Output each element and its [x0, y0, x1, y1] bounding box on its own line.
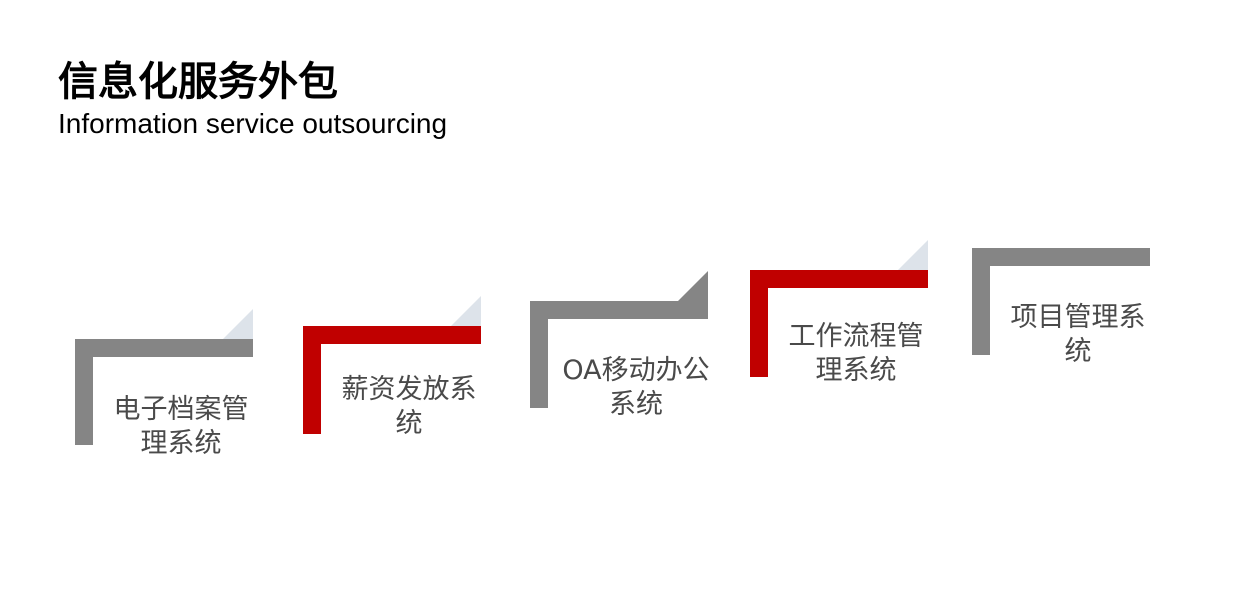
step-2-label: 薪资发放系 统 [323, 373, 495, 441]
step-3-label-line-1: OA移动办公 [562, 355, 710, 386]
step-1-label-line-2: 理系统 [140, 428, 222, 459]
step-5-vertical-bar [972, 248, 990, 355]
step-4-label-line-2: 理系统 [815, 355, 897, 386]
page-title: 信息化服务外包 [58, 59, 338, 105]
step-5-label: 项目管理系 统 [992, 301, 1164, 369]
step-3-horizontal-bar [530, 301, 708, 319]
step-1-label: 电子档案管 理系统 [95, 393, 267, 461]
step-1-label-line-1: 电子档案管 [113, 394, 249, 425]
step-4-label: 工作流程管 理系统 [770, 320, 942, 388]
page-subtitle: Information service outsourcing [58, 108, 448, 139]
step-3-label-line-2: 系统 [609, 389, 663, 420]
step-2-vertical-bar [303, 326, 321, 434]
step-3-vertical-bar [530, 301, 548, 408]
step-1-vertical-bar [75, 339, 93, 445]
step-4-vertical-bar [750, 270, 768, 377]
step-1-horizontal-bar [75, 339, 253, 357]
step-2-label-line-2: 统 [395, 408, 423, 439]
step-5-horizontal-bar [972, 248, 1150, 266]
step-5-label-line-2: 统 [1064, 336, 1092, 367]
step-4-horizontal-bar [750, 270, 928, 288]
fold-corner-icon [223, 309, 253, 339]
step-2-horizontal-bar [303, 326, 481, 344]
step-5-label-line-1: 项目管理系 [1010, 302, 1146, 333]
step-3-label: OA移动办公 系统 [550, 354, 722, 422]
fold-corner-icon [678, 271, 708, 301]
step-2-label-line-1: 薪资发放系 [341, 374, 477, 405]
fold-corner-icon [898, 240, 928, 270]
step-4-label-line-1: 工作流程管 [788, 321, 924, 352]
fold-corner-icon [451, 296, 481, 326]
